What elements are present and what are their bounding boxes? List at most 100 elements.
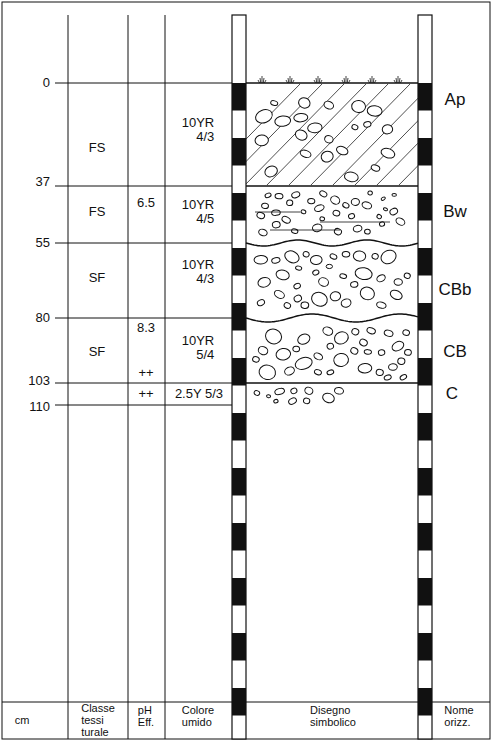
pebble — [376, 301, 387, 309]
horizon-name: CBb — [438, 281, 471, 300]
ruler-segment — [232, 138, 246, 166]
pebble — [381, 196, 386, 201]
depth-line — [55, 383, 232, 384]
pebble — [266, 394, 270, 398]
ruler-segment — [418, 358, 432, 386]
pebble — [376, 369, 384, 376]
horizon-name: Bw — [443, 203, 467, 222]
pebble — [254, 255, 268, 264]
grass-blade — [370, 78, 372, 83]
pebble — [332, 210, 340, 217]
pebble — [351, 124, 358, 131]
depth-line — [55, 186, 232, 187]
pebble — [286, 200, 293, 206]
pebble — [297, 96, 312, 110]
column-header: cm — [15, 714, 30, 726]
grass-blade — [263, 78, 265, 83]
pebble — [301, 301, 309, 308]
pebble — [263, 327, 283, 347]
depth-value: 55 — [36, 236, 50, 250]
ph-value: 6.5 — [137, 196, 155, 210]
pebble — [261, 203, 269, 209]
lamination-line — [320, 222, 390, 223]
pebble — [314, 204, 325, 213]
pebble — [390, 339, 405, 352]
grass-blade — [316, 78, 318, 83]
horizon-name: Ap — [445, 91, 466, 110]
ruler-segment — [232, 303, 246, 331]
hatch-line — [310, 84, 410, 185]
pebble — [273, 399, 278, 404]
pebble — [264, 192, 271, 198]
pebble — [272, 221, 281, 228]
pebble — [376, 273, 387, 283]
grass-blade — [344, 78, 346, 83]
pebble — [257, 345, 269, 356]
ruler-segment — [418, 578, 432, 606]
hatch-line — [376, 84, 418, 185]
pebble — [389, 207, 399, 216]
ruler-segment — [232, 248, 246, 276]
grass-blade — [318, 76, 319, 83]
pebble — [378, 349, 385, 355]
hatch-line — [246, 84, 322, 185]
pebble — [340, 298, 352, 309]
pebble — [379, 248, 399, 267]
pebble — [295, 265, 302, 270]
grass-blade — [342, 80, 344, 83]
pebble — [333, 330, 351, 346]
depth-value: 37 — [36, 175, 50, 189]
texture-class: FS — [89, 141, 106, 155]
pebble — [256, 211, 266, 220]
grass-blade — [394, 80, 396, 83]
pebble — [326, 342, 334, 350]
pebble — [270, 100, 278, 106]
column-header: pH Eff. — [138, 704, 154, 728]
pebble — [271, 257, 280, 264]
pebble — [293, 294, 302, 303]
pebble — [395, 217, 406, 227]
munsell-color: 10YR 4/3 — [182, 258, 215, 287]
pebble — [389, 288, 404, 301]
grass-tufts — [258, 76, 402, 83]
munsell-color: 2.5Y 5/3 — [175, 387, 223, 401]
depth-line — [55, 405, 232, 406]
pebble — [329, 194, 341, 205]
grass-blade — [258, 80, 260, 83]
grass-blade — [368, 80, 370, 83]
ruler-segment — [418, 83, 432, 111]
pebble — [272, 210, 281, 216]
pebble — [263, 164, 279, 179]
texture-class: FS — [89, 205, 106, 219]
grass-blade — [319, 78, 321, 83]
pebble — [348, 213, 355, 219]
grass-blade — [348, 80, 350, 83]
ruler-segment — [418, 193, 432, 221]
ruler-segment — [232, 193, 246, 221]
hatch-line — [246, 84, 344, 185]
horizon-boundary — [246, 240, 418, 246]
pebble — [353, 225, 363, 233]
pebble — [312, 223, 323, 233]
pebble — [368, 191, 373, 196]
pebble — [339, 273, 347, 279]
pebble — [351, 328, 360, 336]
pebble — [273, 289, 286, 300]
grass-blade — [292, 80, 294, 83]
column-header: Nome orizz. — [444, 704, 473, 728]
pebble — [302, 251, 310, 258]
pebble — [402, 329, 410, 336]
grass-blade — [262, 76, 263, 83]
grass-blade — [398, 76, 399, 83]
grass-blade — [399, 78, 401, 83]
pebble — [342, 202, 350, 209]
column-header: Colore umido — [182, 704, 214, 728]
ruler-segment — [418, 523, 432, 551]
column-line — [68, 15, 69, 739]
ruler-frame — [232, 15, 246, 739]
pebble — [275, 193, 283, 199]
pebble — [253, 390, 260, 396]
pebble — [351, 198, 359, 205]
grass-blade — [290, 76, 291, 83]
